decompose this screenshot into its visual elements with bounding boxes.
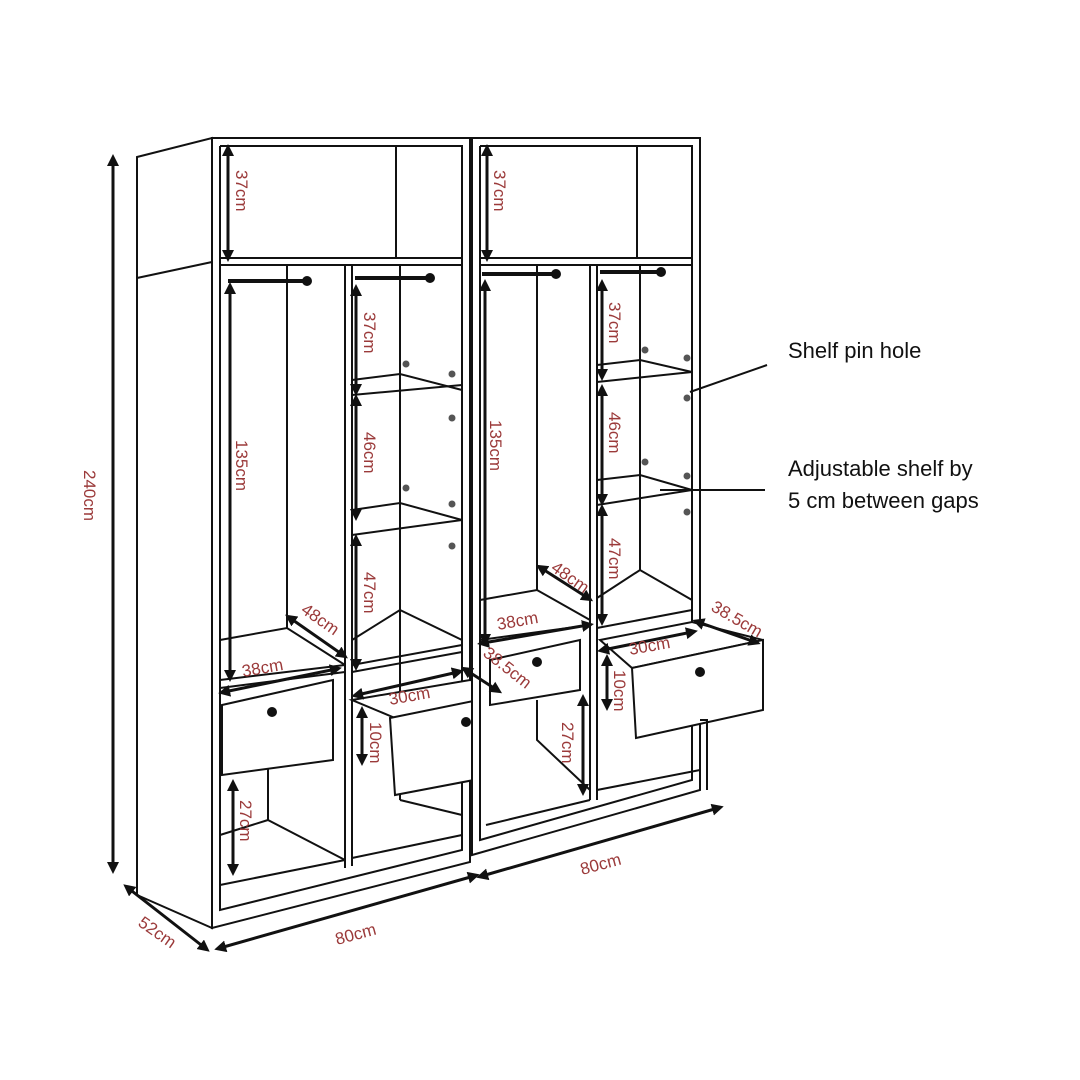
pin-hole-leader <box>689 364 768 393</box>
dim-top-right: 37cm <box>490 170 509 212</box>
dim-shelf-c-right: 47cm <box>605 538 624 580</box>
dim-shelf-c-left: 47cm <box>360 572 379 614</box>
dim-shelf-a-right: 37cm <box>605 302 624 344</box>
dim-drawer-h-left: 10cm <box>366 722 385 764</box>
dim-bottom-right: 27cm <box>558 722 577 764</box>
dim-hang-left: 135cm <box>232 440 251 491</box>
dim-drawer-h-right: 10cm <box>610 670 629 712</box>
pin-hole-label: Shelf pin hole <box>788 338 921 363</box>
dim-shelf-a-left: 37cm <box>360 312 379 354</box>
dimension-arrows <box>107 144 761 953</box>
adjustable-label-2: 5 cm between gaps <box>788 488 979 513</box>
dim-height-total: 240cm <box>80 470 99 521</box>
dim-width-right: 80cm <box>578 850 623 879</box>
dim-width-left: 80cm <box>333 920 378 949</box>
dim-shelf-b-left: 46cm <box>360 432 379 474</box>
dim-top-left: 37cm <box>232 170 251 212</box>
dim-hang-right: 135cm <box>486 420 505 471</box>
dim-depth: 52cm <box>135 913 180 952</box>
right-unit-frame <box>471 137 764 857</box>
dim-bottom-left: 27cm <box>236 800 255 842</box>
dim-shelf-b-right: 46cm <box>605 412 624 454</box>
adjustable-label-1: Adjustable shelf by <box>788 456 973 481</box>
side-panel <box>136 136 213 930</box>
